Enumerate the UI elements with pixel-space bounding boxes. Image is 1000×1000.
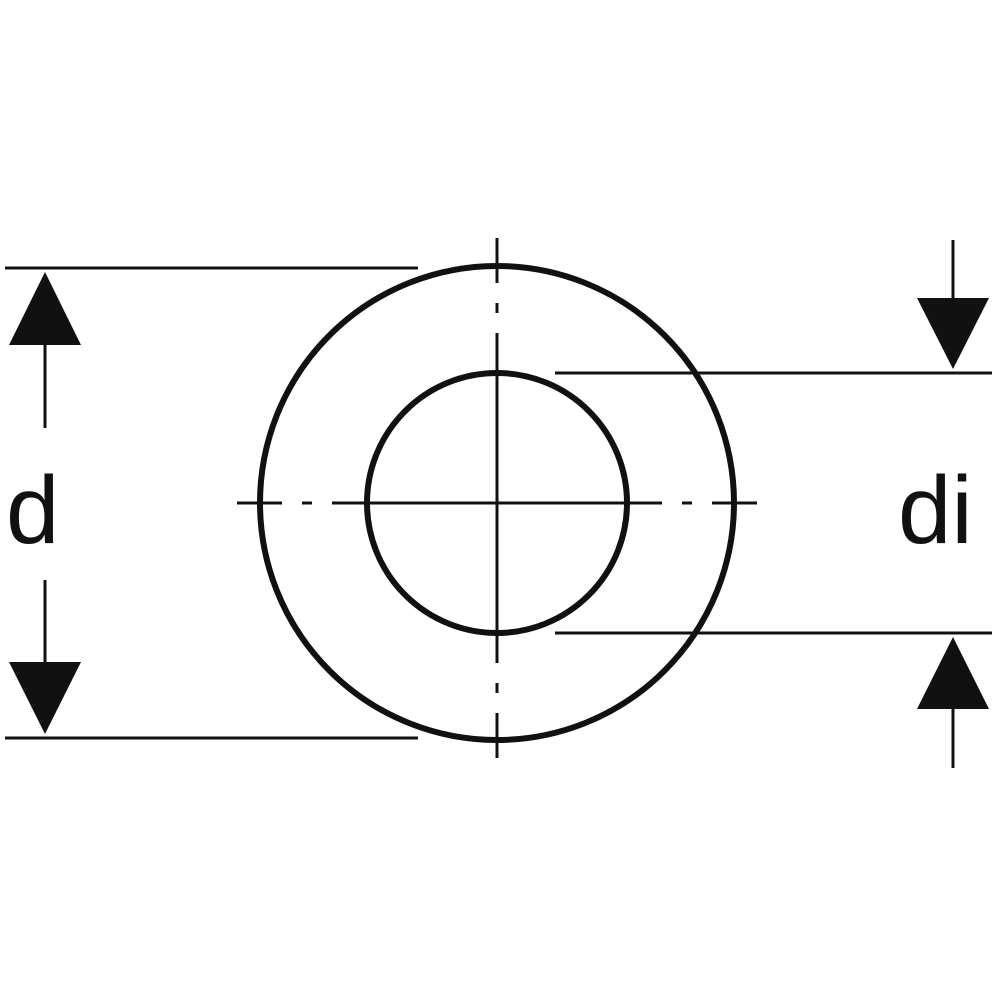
- arrow-down-icon: [917, 298, 989, 369]
- center-lines: [237, 238, 757, 770]
- extension-lines: [5, 266, 992, 740]
- arrow-up-icon: [917, 637, 989, 709]
- arrow-down-icon: [9, 662, 81, 734]
- label-d: d: [6, 457, 59, 564]
- label-di: di: [898, 457, 973, 564]
- arrow-up-icon: [9, 272, 81, 345]
- dimension-lines: [43, 240, 955, 768]
